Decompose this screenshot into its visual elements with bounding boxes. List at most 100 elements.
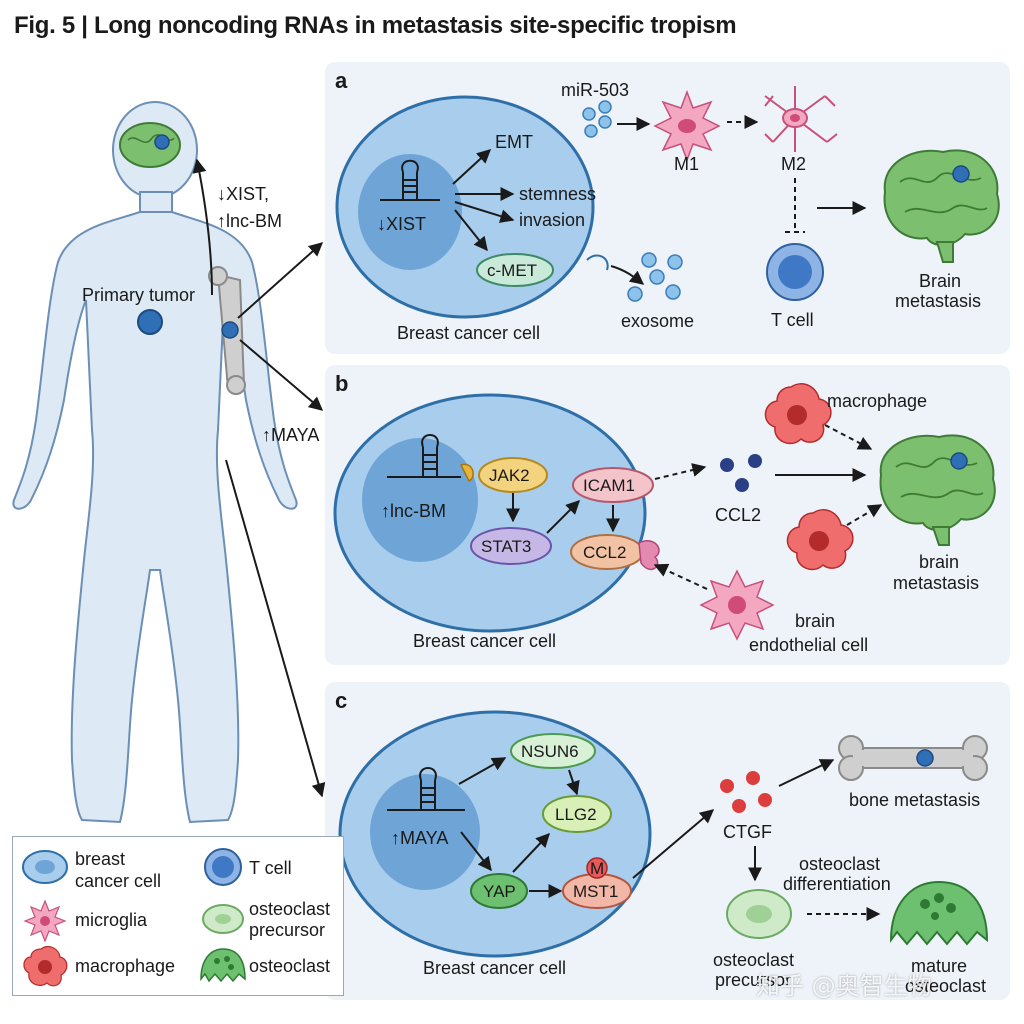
exosome-label: exosome — [621, 311, 694, 331]
m1-microglia — [653, 89, 721, 163]
ccl2-internal-label: CCL2 — [583, 543, 626, 562]
brain-in-head — [119, 122, 181, 168]
arrow-to-panel-b — [239, 339, 324, 411]
m2-inhibits-tcell — [785, 178, 805, 233]
m2-microglia — [764, 86, 838, 152]
cell-label-a: Breast cancer cell — [397, 323, 540, 343]
legend-macrophage-label: macrophage — [75, 956, 175, 976]
arrow-to-exosome — [610, 265, 645, 285]
brain-met-label-b2: metastasis — [893, 573, 979, 593]
llg2-label: LLG2 — [555, 805, 597, 824]
diff-label-2: differentiation — [783, 874, 891, 894]
brain-met-label-b1: brain — [919, 552, 959, 572]
lncrna-hairpin-c — [387, 767, 465, 811]
legend-osteoclast-precursor-icon — [202, 904, 244, 934]
arrow-mst1-to-ctgf — [632, 809, 715, 879]
legend-tcell-icon — [204, 848, 242, 886]
stemness-label: stemness — [519, 184, 596, 204]
nucleus-label-a: ↓XIST — [377, 214, 426, 234]
arrow-to-invasion — [454, 201, 515, 223]
nucleus-a — [358, 154, 462, 270]
arrow-macrophage-to-brain — [824, 424, 873, 450]
legend-microglia-icon — [23, 899, 67, 943]
t-cell-a — [766, 243, 824, 301]
mature-label-1: mature — [911, 956, 967, 976]
legend-osteoclast-label: osteoclast — [249, 956, 330, 976]
icam1-node — [572, 467, 654, 503]
mst1-label: MST1 — [573, 882, 618, 901]
cell-label-b: Breast cancer cell — [413, 631, 556, 651]
legend-breast-cancer-cell-icon — [22, 850, 68, 884]
legend-precursor-label-1: osteoclast — [249, 899, 330, 919]
arrow-macrophage2-to-brain — [846, 504, 883, 526]
arrow-nsun6-to-llg2 — [566, 769, 580, 796]
arrow-to-cmet — [454, 209, 488, 252]
emt-label: EMT — [495, 132, 533, 152]
cell-notch-a — [586, 254, 609, 271]
arrow-to-panel-a — [237, 242, 324, 319]
arrow-stat3-to-icam1 — [546, 500, 580, 534]
nucleus-label-b: ↑lnc-BM — [381, 501, 446, 521]
arrow-endothelial-to-ccl2 — [653, 563, 708, 590]
body-silhouette — [12, 101, 298, 824]
invasion-label: invasion — [519, 210, 585, 230]
legend-breast-label-1: breast — [75, 849, 125, 869]
diff-label-1: osteoclast — [799, 854, 880, 874]
precursor-label-2: precursor — [715, 970, 791, 990]
panel-a-letter: a — [335, 68, 348, 93]
arrow-yap-to-llg2 — [512, 832, 550, 873]
legend-precursor-label-2: precursor — [249, 920, 325, 940]
ctgf-dots — [720, 771, 772, 813]
icam1-label: ICAM1 — [583, 476, 635, 495]
ctgf-label: CTGF — [723, 822, 772, 842]
arrow-to-nsun6 — [458, 757, 507, 785]
cmet-label: c-MET — [487, 261, 537, 280]
m2-label: M2 — [781, 154, 806, 174]
mature-osteoclast — [889, 880, 989, 946]
mature-label-2: osteoclast — [905, 976, 986, 996]
legend-osteoclast-icon — [200, 948, 246, 983]
panel-a: a ↓XIST EMT stemness invasion c-MET Brea… — [325, 62, 1010, 354]
jak2-label: JAK2 — [489, 466, 530, 485]
panel-c-letter: c — [335, 688, 348, 713]
brain-b — [879, 434, 996, 546]
jak2-node — [478, 457, 548, 493]
osteoclast-precursor — [726, 889, 792, 939]
brain-met-label-a2: metastasis — [895, 291, 981, 311]
bone-c — [838, 735, 988, 781]
endothelial-cell — [699, 569, 775, 641]
methylation-badge — [586, 857, 608, 879]
lncrna-hairpin-a — [380, 159, 440, 201]
ccl2-secreted-dots — [720, 454, 762, 492]
stat3-node — [470, 527, 552, 565]
jak2-connector — [459, 463, 474, 483]
mir503-label: miR-503 — [561, 80, 629, 100]
watermark: 知乎 @奥智生物 — [756, 972, 932, 1000]
legend-breast-label-2: cancer cell — [75, 871, 161, 891]
macrophage-top — [764, 383, 832, 445]
nucleus-label-c: ↑MAYA — [391, 828, 448, 848]
m1-label: M1 — [674, 154, 699, 174]
label-lncbm: ↑lnc-BM — [217, 211, 282, 231]
ccl2-external-label: CCL2 — [715, 505, 761, 525]
exosome-dots — [627, 252, 683, 302]
figure-title: Fig. 5 | Long noncoding RNAs in metastas… — [14, 12, 737, 39]
arrow-icam1-to-ccl2-out — [654, 463, 707, 480]
ccl2-receptor — [638, 540, 660, 571]
endothelial-label-2: endothelial cell — [749, 635, 868, 655]
bone-on-arm — [208, 266, 246, 395]
legend-microglia-label: microglia — [75, 910, 148, 930]
panel-b-letter: b — [335, 371, 349, 396]
mir503-dots — [582, 100, 612, 138]
primary-tumor-label: Primary tumor — [82, 285, 195, 305]
llg2-node — [542, 795, 612, 833]
nsun6-node — [510, 733, 596, 769]
brain-met-label-a1: Brain — [919, 271, 961, 291]
cell-label-c: Breast cancer cell — [423, 958, 566, 978]
yap-node — [470, 873, 528, 909]
label-maya: ↑MAYA — [262, 425, 319, 445]
arrow-to-emt — [452, 149, 492, 185]
lncrna-hairpin-b — [387, 434, 461, 478]
panel-b: b ↑lnc-BM JAK2 STAT3 ICAM1 CCL2 Breast c… — [325, 365, 1010, 665]
legend: breast cancer cell microglia macrophage … — [12, 836, 344, 996]
